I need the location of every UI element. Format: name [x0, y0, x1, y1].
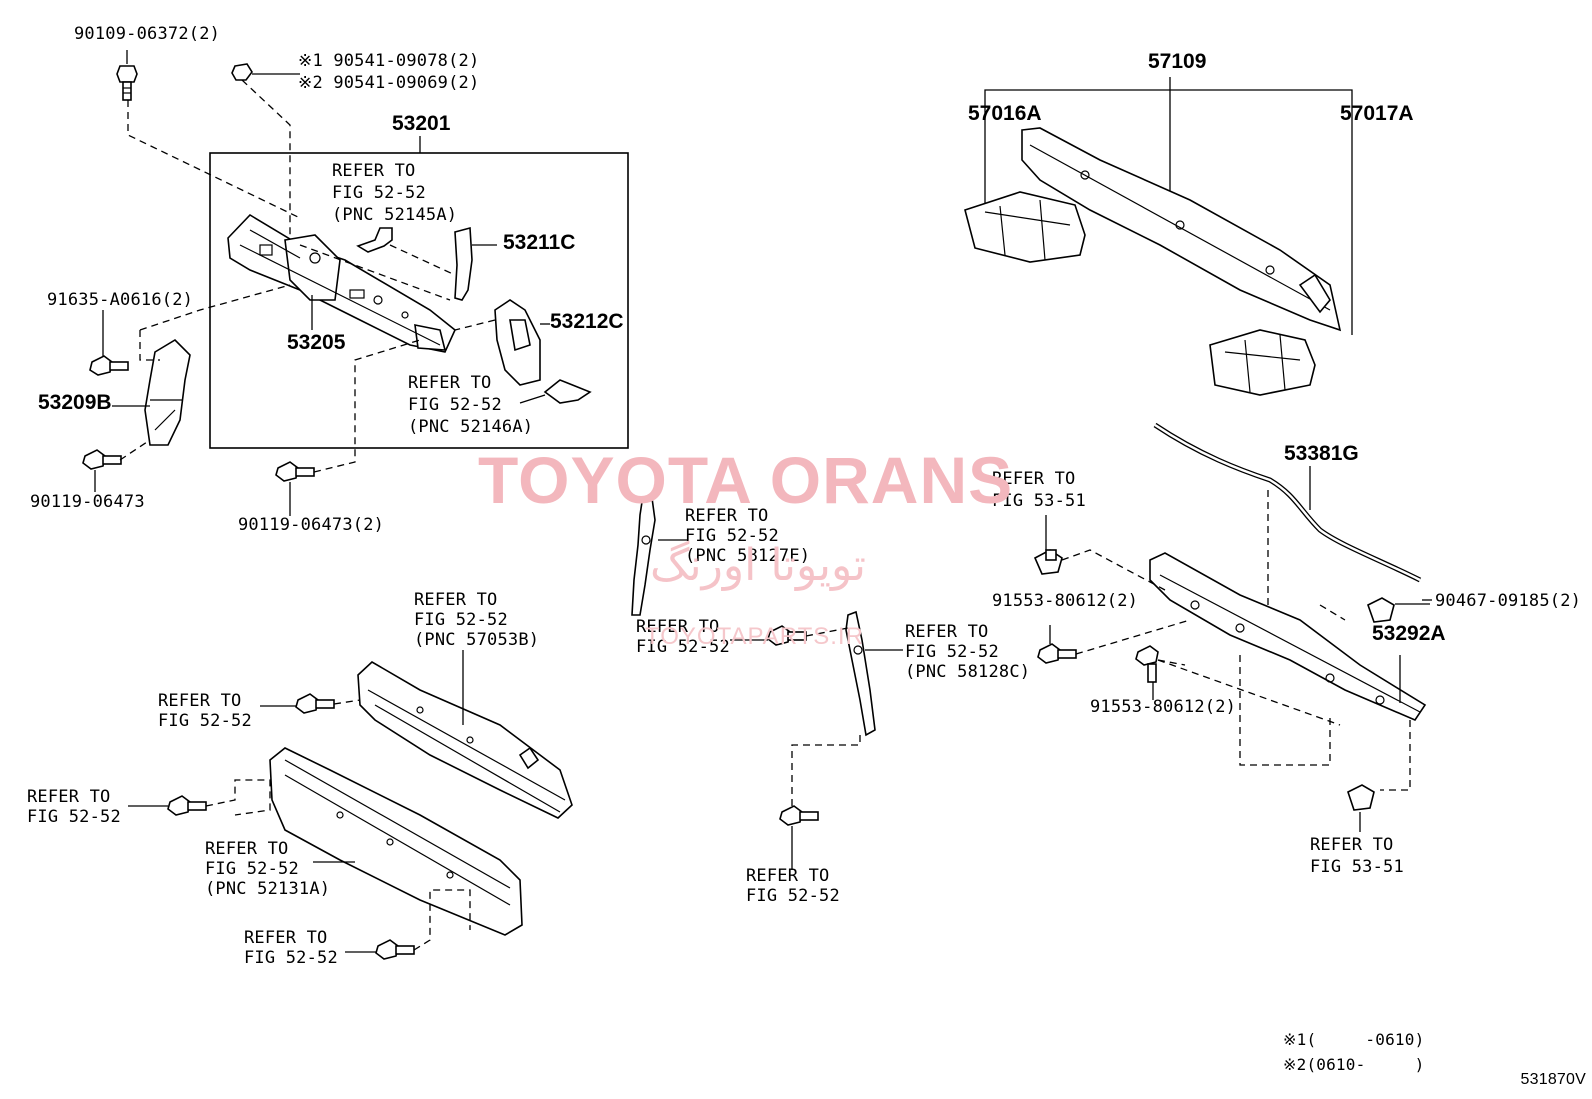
part-90119-a-label: 90119-06473 [30, 492, 145, 512]
refer-52-52-ll1-label: REFER TO FIG 52-52 [158, 691, 252, 731]
watermark-site: TOYOTAPARTS.IR [645, 623, 864, 650]
radiator-support-53205 [227, 213, 456, 353]
footnote-2: ※2(0610- ) [1283, 1055, 1425, 1074]
part-91553-b-label: 91553-80612(2) [1090, 697, 1237, 717]
refer-52146a-label: REFER TO FIG 52-52 (PNC 52146A) [408, 373, 534, 437]
part-90541-b-label: ※2 90541-09069(2) [298, 73, 480, 93]
part-91635-label: 91635-A0616(2) [47, 290, 194, 310]
group-frame-53201 [209, 152, 629, 449]
bolt-91553-b [1135, 645, 1159, 683]
refer-52-52-ll3-label: REFER TO FIG 52-52 [244, 928, 338, 968]
support-53292a [1149, 552, 1427, 721]
refer-58128c-label: REFER TO FIG 52-52 (PNC 58128C) [905, 622, 1031, 682]
refer-57053b-label: REFER TO FIG 52-52 (PNC 57053B) [414, 590, 540, 650]
bolt-90119-left [82, 449, 122, 470]
part-90467-label: 90467-09185(2) [1435, 591, 1582, 611]
clip-top [1033, 549, 1063, 575]
bracket-57017a [1209, 329, 1316, 396]
refer-58127e-label: REFER TO FIG 52-52 (PNC 58127E) [685, 506, 811, 566]
part-57017a-label: 57017A [1340, 102, 1414, 125]
refer-52145a-label: REFER TO FIG 52-52 (PNC 52145A) [332, 161, 458, 225]
part-90119-b-label: 90119-06473(2) [238, 515, 385, 535]
bolt-ll-2 [167, 795, 207, 816]
watermark-brand: TOYOTA ORANS [478, 443, 1014, 517]
bumper-reinforcement-57053b [357, 661, 573, 819]
bracket-53211c [454, 226, 473, 301]
bolt-ll-3 [375, 939, 415, 960]
bolt-90109 [116, 65, 138, 101]
refer-52-52-bottom-center-label: REFER TO FIG 52-52 [746, 866, 840, 906]
part-53212c-label: 53212C [550, 310, 624, 333]
diagram-code: 531870V [1520, 1071, 1586, 1088]
crossmember-57109 [1021, 127, 1342, 332]
nut-90541 [231, 63, 253, 81]
part-53205-label: 53205 [287, 331, 346, 354]
bolt-ll-1 [295, 693, 335, 714]
watermark-arabic: تویوتا اورنگ [650, 540, 866, 591]
bracket-52146a [543, 379, 592, 404]
part-53209b-label: 53209B [38, 391, 112, 414]
bolt-90119-center [275, 461, 315, 482]
part-57109-label: 57109 [1148, 50, 1207, 73]
clip-lower-right [1347, 784, 1375, 811]
part-57016a-label: 57016A [968, 102, 1042, 125]
refer-53-51-top-label: REFER TO FIG 53-51 [992, 469, 1086, 511]
part-53381g-label: 53381G [1284, 442, 1359, 465]
part-53201-label: 53201 [392, 112, 451, 135]
bracket-57016a [964, 191, 1086, 263]
bracket-53209b [144, 338, 191, 446]
bracket-58127e [631, 496, 656, 616]
refer-53-51-bottom-label: REFER TO FIG 53-51 [1310, 835, 1404, 877]
bumper-absorber-52131a [269, 747, 523, 936]
refer-52-52-ll2-label: REFER TO FIG 52-52 [27, 787, 121, 827]
refer-52-52-center-label: REFER TO FIG 52-52 [636, 617, 730, 657]
bracket-52145a [356, 227, 393, 253]
part-90109-label: 90109-06372(2) [74, 24, 221, 44]
bracket-58128c [845, 610, 876, 737]
bracket-53212c [494, 299, 541, 386]
refer-52131a-label: REFER TO FIG 52-52 (PNC 52131A) [205, 839, 331, 899]
part-91553-a-label: 91553-80612(2) [992, 591, 1139, 611]
bolt-91635 [89, 355, 129, 376]
part-53211c-label: 53211C [503, 231, 576, 254]
bolt-center-lower [779, 805, 819, 826]
clip-90467 [1367, 597, 1395, 623]
bolt-91553-a [1037, 643, 1077, 664]
part-90541-a-label: ※1 90541-09078(2) [298, 51, 480, 71]
part-53292a-label: 53292A [1372, 622, 1446, 645]
footnote-1: ※1( -0610) [1283, 1030, 1425, 1049]
